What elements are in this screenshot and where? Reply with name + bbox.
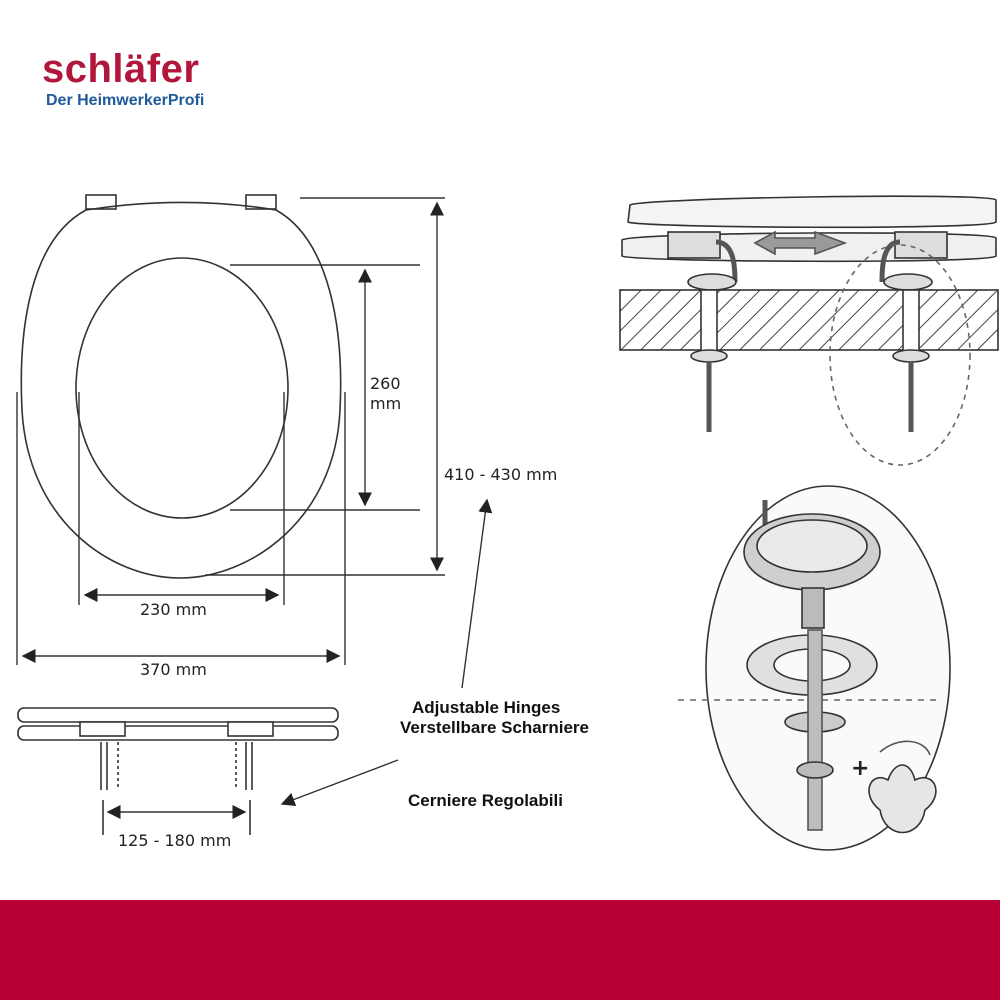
seat-opening: [75, 257, 289, 519]
total-width-label: 370 mm: [140, 660, 207, 679]
seat-side-view: [17, 707, 339, 835]
leader-line-top: [461, 498, 493, 689]
hinge-exploded-detail: +: [678, 485, 951, 851]
adjust-arrow-icon: [753, 230, 848, 256]
hinges-label-de: Verstellbare Scharniere: [400, 718, 590, 737]
opening-width-label: 230 mm: [140, 600, 207, 619]
footer-band: [0, 900, 1000, 1000]
seat-back-edge: [85, 201, 277, 211]
seat-lid: [627, 195, 997, 229]
hinge-block-left: [85, 194, 117, 210]
seat-outline: [20, 209, 342, 579]
dimension-lines: [16, 197, 445, 665]
hinges-label-it: Cerniere Regolabili: [408, 791, 563, 810]
wing-nut-icon: [868, 764, 937, 834]
opening-length-label: 260 mm: [370, 374, 402, 413]
brand-tagline: Der HeimwerkerProfi: [46, 92, 205, 109]
svg-text:+: +: [851, 756, 869, 781]
hinge-block-right: [245, 194, 277, 210]
detail-focus-ellipse: [829, 244, 971, 466]
hinge-spacing-label: 125 - 180 mm: [118, 831, 232, 850]
hinges-label-en: Adjustable Hinges: [412, 698, 561, 717]
total-length-label: 410 - 430 mm: [444, 465, 558, 484]
seat-top-view: [20, 194, 342, 579]
rotate-arrow-icon: [879, 740, 931, 756]
technical-drawing: +: [16, 194, 999, 851]
ceramic-plate: [619, 289, 999, 351]
brand-name: schläfer: [42, 47, 200, 91]
leader-line-bottom: [280, 759, 399, 807]
hinge-mount-detail: [619, 195, 999, 466]
brand-logo: schläfer Der HeimwerkerProfi: [42, 48, 204, 110]
